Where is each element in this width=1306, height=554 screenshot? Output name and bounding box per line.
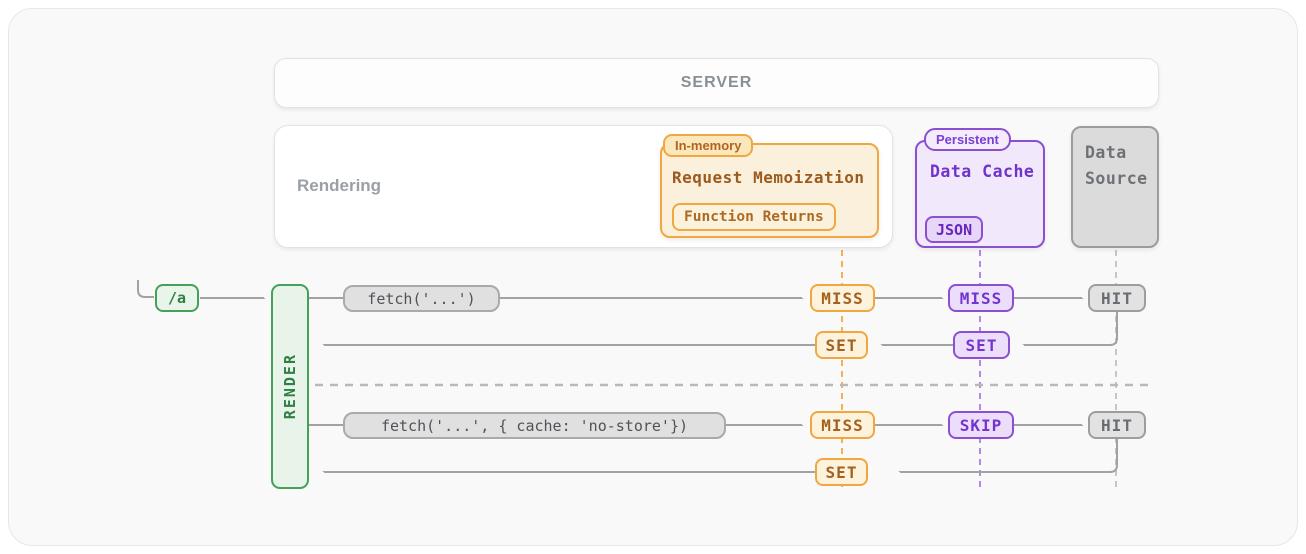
data-cache-skip-badge-2: SKIP <box>948 411 1014 439</box>
json-tag: JSON <box>925 216 984 243</box>
fetch-call-1: fetch('...') <box>343 285 500 312</box>
memoization-set-badge-2: SET <box>815 458 868 486</box>
data-source-hit-badge-1: HIT <box>1088 284 1146 312</box>
rendering-label: Rendering <box>297 176 382 195</box>
server-header: SERVER <box>274 58 1159 108</box>
server-label: SERVER <box>680 74 753 91</box>
route-badge: /a <box>155 284 199 312</box>
data-cache-set-badge-1: SET <box>953 331 1010 359</box>
memoization-miss-badge-2: MISS <box>810 411 875 439</box>
render-bar: RENDER <box>271 284 309 489</box>
data-cache-title: Data Cache <box>930 162 1035 181</box>
function-returns-box: Function Returns <box>672 203 836 231</box>
request-memoization-title: Request Memoization <box>672 168 865 187</box>
data-source-box: Data Source <box>1071 126 1159 248</box>
fetch-call-2: fetch('...', { cache: 'no-store'}) <box>343 412 726 439</box>
data-source-hit-badge-2: HIT <box>1088 411 1146 439</box>
data-source-title: Data Source <box>1085 143 1148 188</box>
memoization-miss-badge-1: MISS <box>810 284 875 312</box>
persistent-tag: Persistent <box>924 128 1011 151</box>
render-label: RENDER <box>281 353 299 420</box>
in-memory-tag: In-memory <box>663 134 754 157</box>
data-cache-miss-badge-1: MISS <box>948 284 1014 312</box>
memoization-set-badge-1: SET <box>815 331 868 359</box>
